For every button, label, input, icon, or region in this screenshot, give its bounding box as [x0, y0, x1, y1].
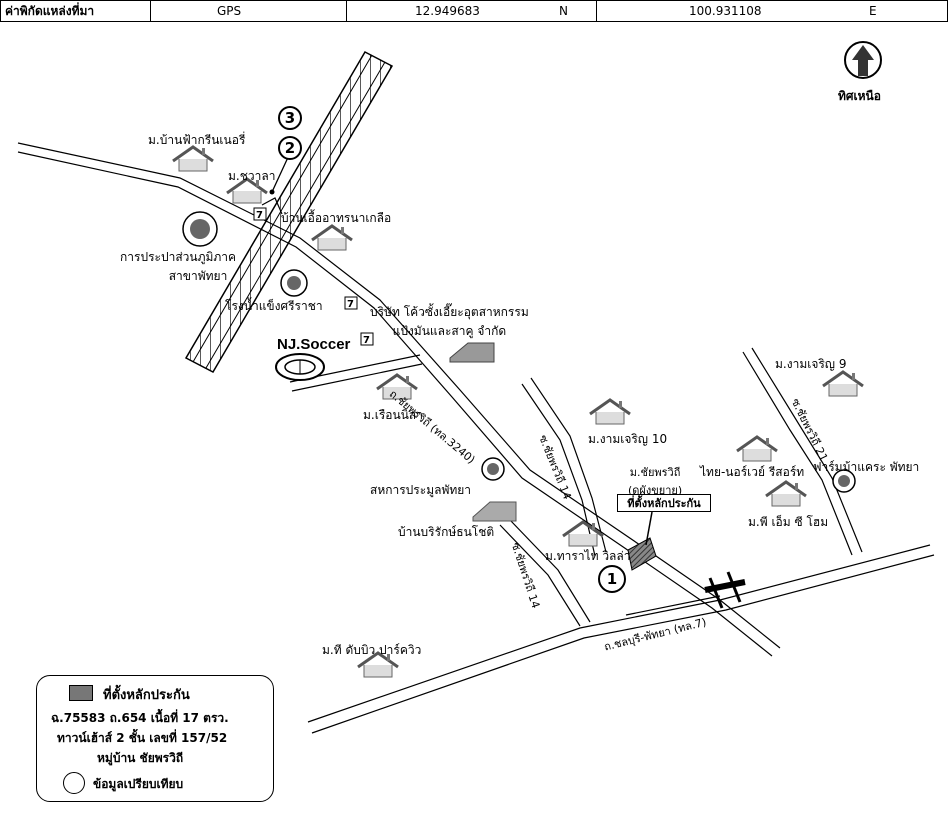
- house-icon: [310, 224, 354, 252]
- place-koi-line2: แป้งมันและสาคู จำกัด: [392, 324, 507, 338]
- house-icon: [588, 398, 632, 426]
- place-pwa-line1: การประปาส่วนภูมิภาค: [120, 250, 237, 264]
- coordinate-label: ค่าพิกัดแหล่งที่มา: [1, 1, 151, 21]
- place-ruen-nisa: ม.เรือนนิสา: [363, 408, 423, 422]
- house-icon: [764, 480, 808, 508]
- house-icon: [561, 520, 605, 548]
- location-map: 7 7 7: [17, 41, 935, 734]
- place-euathorn: บ้านเอื้ออาทรนาเกลือ: [281, 211, 392, 225]
- convenience-store-icon: 7: [253, 207, 267, 221]
- collateral-site-icon: [627, 511, 657, 571]
- place-pwa: การประปาส่วนภูมิภาค สาขาพัทยา: [120, 248, 236, 286]
- place-green-ree: ม.บ้านฟ้ากรีนเนอรี่: [148, 133, 246, 147]
- place-pmc-home: ม.พี เอ็ม ซี โฮม: [748, 515, 829, 529]
- comparison-marker-icon: [182, 211, 218, 247]
- convenience-store-icon: 7: [344, 296, 358, 310]
- place-thai-norway: ไทย-นอร์เวย์ รีสอร์ท: [700, 465, 805, 479]
- map-legend: ที่ตั้งหลักประกัน ฉ.75583 ถ.654 เนื้อที่…: [36, 675, 274, 802]
- svg-text:7: 7: [256, 210, 263, 221]
- place-ice-factory: โรงน้ำแข็งศรีราชา: [225, 299, 323, 313]
- place-tara-thai: ม.ทาราไท วิลล่า: [545, 549, 631, 563]
- place-koi-line1: บริษัท โค้วซั้งเอี๊ยะอุตสาหกรรม: [370, 305, 529, 319]
- comparison-marker-icon: [832, 469, 856, 493]
- bridge-marker: [704, 571, 746, 609]
- longitude-value: 100.931108: [689, 4, 762, 18]
- place-ngam-charoen-10: ม.งามเจริญ 10: [588, 432, 668, 446]
- house-icon: [821, 370, 865, 398]
- svg-text:7: 7: [347, 299, 354, 310]
- place-koi: บริษัท โค้วซั้งเอี๊ยะอุตสาหกรรม แป้งมันแ…: [370, 303, 529, 341]
- legend-line3: หมู่บ้าน ชัยพรวิถี: [97, 751, 184, 765]
- place-farm: ฟาร์มม้าแคระ พัทยา: [813, 460, 920, 474]
- latitude-direction: N: [559, 4, 568, 18]
- legend-comparison: ข้อมูลเปรียบเทียบ: [93, 777, 184, 791]
- place-chaiyaphruek: ม.ชัยพรวิถี (ดูผังขยาย): [628, 463, 682, 499]
- place-tw-park: ม.ที ดับบิว ปาร์ควิว: [322, 643, 422, 657]
- comparison-legend-icon: [63, 772, 85, 794]
- collateral-legend-icon: [69, 685, 93, 701]
- comparison-marker-icon: [280, 269, 308, 297]
- marker-1: 1: [598, 565, 626, 593]
- railway: [184, 51, 394, 373]
- house-icon: [171, 145, 215, 173]
- place-chawala: ม.ชวาลา: [228, 169, 276, 183]
- legend-line2: ทาวน์เฮ้าส์ 2 ชั้น เลขที่ 157/52: [57, 731, 228, 745]
- longitude-cell: 100.931108 E: [597, 1, 947, 21]
- marker-2: 2: [278, 136, 302, 160]
- collateral-site-label: ที่ตั้งหลักประกัน: [617, 494, 711, 512]
- north-label: ทิศเหนือ: [838, 89, 881, 103]
- place-ngam-charoen-9: ม.งามเจริญ 9: [775, 357, 847, 371]
- legend-collateral: ที่ตั้งหลักประกัน: [103, 688, 190, 703]
- north-arrow-icon: [844, 41, 882, 79]
- place-chaiyaphruek-line1: ม.ชัยพรวิถี: [629, 466, 681, 479]
- coordinate-source: GPS: [151, 1, 347, 21]
- latitude-cell: 12.949683 N: [347, 1, 597, 21]
- factory-icon: [449, 342, 495, 363]
- comparison-marker-icon: [481, 457, 505, 481]
- road-network: [17, 142, 935, 734]
- convenience-store-icon: 7: [360, 332, 374, 346]
- place-pwa-line2: สาขาพัทยา: [168, 269, 228, 283]
- house-icon: [735, 435, 779, 463]
- stadium-icon: [275, 353, 325, 381]
- place-borirak: บ้านบริรักษ์ธนโชติ: [398, 525, 495, 539]
- place-nj-soccer: NJ.Soccer: [277, 336, 351, 353]
- place-auction: สหการประมูลพัทยา: [370, 483, 472, 497]
- legend-line1: ฉ.75583 ถ.654 เนื้อที่ 17 ตรว.: [51, 711, 229, 725]
- svg-text:7: 7: [363, 335, 370, 346]
- coordinate-header: ค่าพิกัดแหล่งที่มา GPS 12.949683 N 100.9…: [0, 0, 948, 22]
- longitude-direction: E: [869, 4, 877, 18]
- latitude-value: 12.949683: [415, 4, 480, 18]
- warehouse-icon: [472, 501, 517, 522]
- marker-3: 3: [278, 106, 302, 130]
- place-chaiyaphruek-line2: (ดูผังขยาย): [628, 484, 683, 497]
